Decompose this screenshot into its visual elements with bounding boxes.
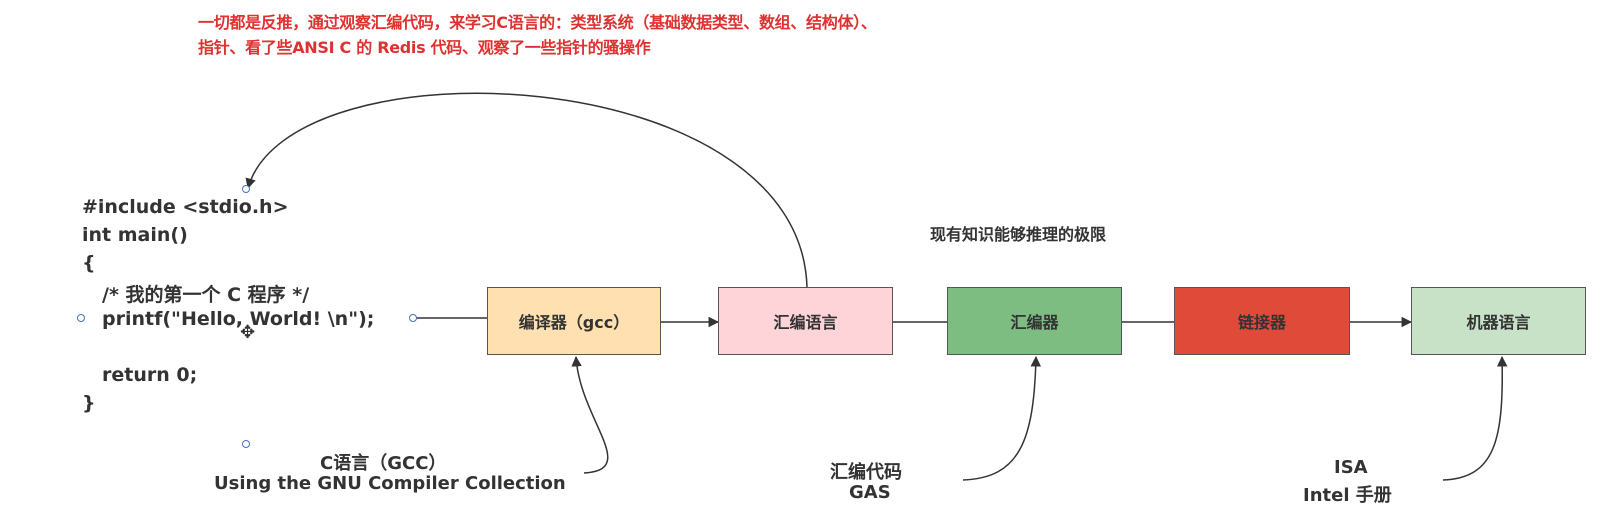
linker-box[interactable]: 链接器 bbox=[1174, 287, 1350, 355]
gcc-annotation-line-1: C语言（GCC） bbox=[320, 453, 447, 474]
selection-handle-icon[interactable] bbox=[242, 440, 250, 448]
note-line-2: 指针、看了些ANSI C 的 Redis 代码、观察了一些指针的骚操作 bbox=[198, 38, 651, 57]
move-cursor-icon: ✥ bbox=[240, 322, 256, 343]
code-line-1: #include <stdio.h> bbox=[82, 196, 289, 218]
compiler-box[interactable]: 编译器（gcc） bbox=[487, 287, 661, 355]
code-line-5: printf("Hello, World! \n"); bbox=[102, 308, 375, 330]
selection-handle-icon[interactable] bbox=[77, 314, 85, 322]
isa-annotation-line-1: ISA bbox=[1334, 457, 1368, 478]
arrow-gas-annotation bbox=[962, 355, 1042, 481]
arrow-asm-back-to-code bbox=[245, 92, 808, 288]
selection-handle-icon[interactable] bbox=[242, 185, 250, 193]
gas-annotation-line-2: GAS bbox=[849, 482, 891, 503]
assembler-box[interactable]: 汇编器 bbox=[947, 287, 1122, 355]
machine-language-box[interactable]: 机器语言 bbox=[1411, 287, 1586, 355]
code-line-7: return 0; bbox=[102, 364, 198, 386]
isa-annotation-line-2: Intel 手册 bbox=[1303, 485, 1392, 506]
gcc-annotation-line-2: Using the GNU Compiler Collection bbox=[214, 473, 566, 494]
selection-handle-icon[interactable] bbox=[409, 314, 417, 322]
gas-annotation-line-1: 汇编代码 bbox=[830, 462, 902, 483]
code-line-4: /* 我的第一个 C 程序 */ bbox=[102, 284, 310, 306]
limit-label: 现有知识能够推理的极限 bbox=[930, 225, 1107, 244]
code-line-3: { bbox=[82, 252, 96, 274]
note-line-1: 一切都是反推，通过观察汇编代码，来学习C语言的：类型系统（基础数据类型、数组、结… bbox=[198, 13, 877, 32]
arrow-gcc-annotation bbox=[571, 355, 609, 474]
assembly-language-box[interactable]: 汇编语言 bbox=[718, 287, 893, 355]
code-line-8: } bbox=[82, 392, 96, 414]
arrow-isa-annotation bbox=[1442, 355, 1508, 481]
code-line-2: int main() bbox=[82, 224, 188, 246]
